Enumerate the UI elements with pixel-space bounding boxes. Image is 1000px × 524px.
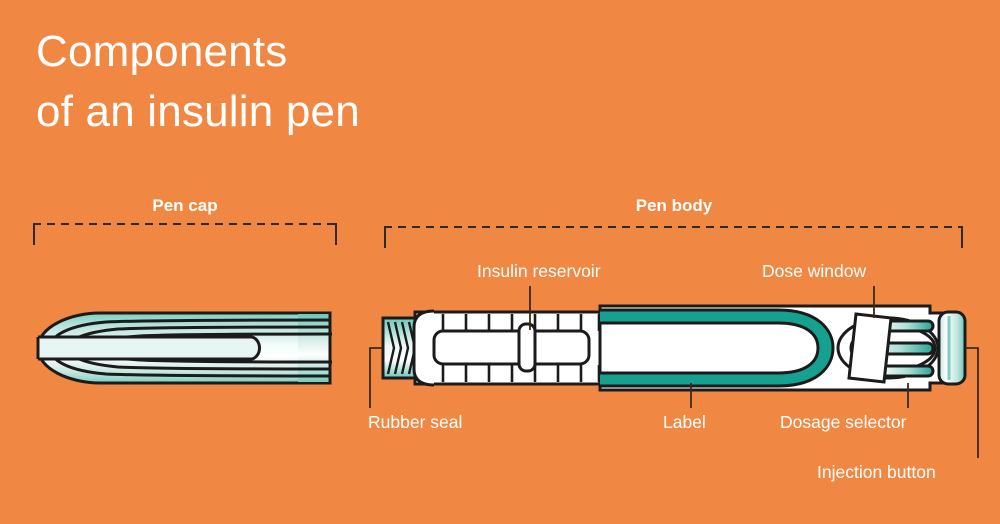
- reservoir-plunger-track: [432, 329, 591, 366]
- callout-insulin-reservoir: Insulin reservoir: [477, 261, 601, 330]
- pen-cap-illustration: [36, 311, 333, 385]
- label-band-outline-inner: [600, 321, 820, 375]
- callout-label-dosage-selector: Dosage selector: [780, 412, 907, 432]
- callout-injection-button: Injection button: [817, 347, 979, 482]
- title-line-2: of an insulin pen: [36, 86, 360, 136]
- bracket-pen-cap: Pen cap: [33, 196, 337, 245]
- callout-label-part: Label: [663, 383, 706, 432]
- pen-cap-cut-face: [298, 314, 330, 382]
- pen-cap-band: [38, 335, 261, 361]
- label-band-teal: [600, 309, 833, 387]
- label-band-outline-outer: [600, 308, 835, 388]
- callout-dosage-selector: Dosage selector: [780, 383, 909, 432]
- leader-rubber-seal: [369, 347, 383, 408]
- rubber-seal-part: [381, 316, 417, 380]
- callout-label-injection-button: Injection button: [817, 462, 936, 482]
- injection-button[interactable]: [937, 310, 967, 386]
- callout-label-rubber-seal: Rubber seal: [368, 412, 462, 432]
- leader-injection-button: [965, 347, 979, 458]
- injection-button-part[interactable]: [937, 310, 967, 386]
- pen-body-illustration: [381, 304, 967, 392]
- bracket-pen-body: Pen body: [384, 196, 963, 248]
- group-label-pen-body: Pen body: [636, 196, 713, 215]
- rubber-seal-hatching: [386, 321, 417, 375]
- callout-dose-window: Dose window: [762, 261, 875, 318]
- callout-rubber-seal: Rubber seal: [368, 347, 462, 432]
- page-title: Components of an insulin pen: [36, 22, 360, 142]
- insulin-reservoir-left-cap: [412, 309, 435, 387]
- title-line-1: Components: [36, 27, 288, 76]
- callout-label-label: Label: [663, 412, 706, 432]
- reservoir-plunger-stopper: [517, 322, 537, 373]
- dose-window: [847, 312, 893, 384]
- callout-label-insulin-reservoir: Insulin reservoir: [477, 261, 601, 281]
- group-label-pen-cap: Pen cap: [152, 196, 217, 215]
- callout-label-dose-window: Dose window: [762, 261, 866, 281]
